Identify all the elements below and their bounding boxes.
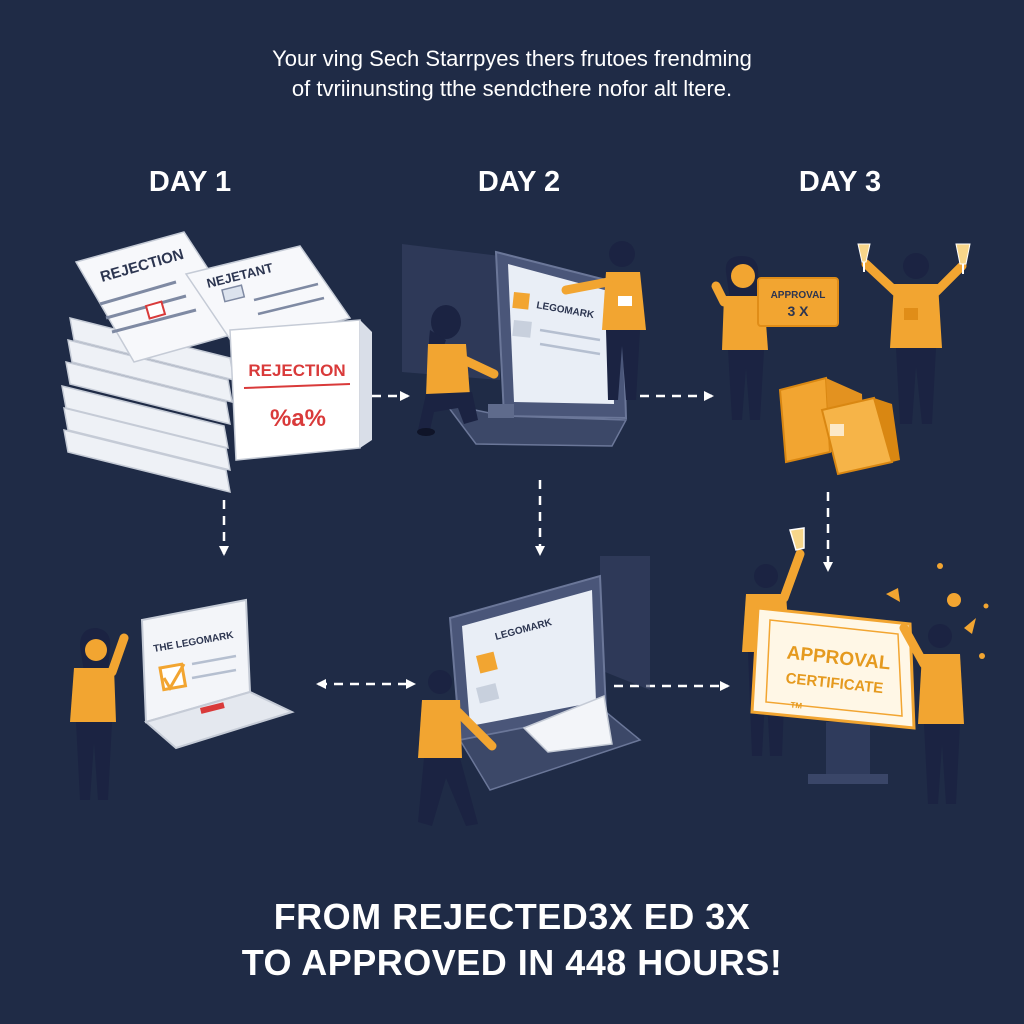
wine-glass-icon [857, 243, 971, 274]
person-holding-certificate [899, 623, 964, 804]
day3-celebration-scene: APPROVAL 3 X [711, 243, 971, 476]
sign-line-2: 3 X [787, 303, 809, 319]
headline-line-2: TO APPROVED IN 448 HOURS! [241, 942, 783, 983]
flow-arrows [219, 391, 833, 691]
day-1-label: DAY 1 [148, 166, 232, 198]
approval-boxes [778, 376, 900, 476]
day1-rejection-stack: REJECTION NEJETANT REJECTION %a% [61, 231, 372, 494]
bottom-middle-scene: LEGOMARK [418, 556, 650, 826]
bottom-right-scene: APPROVAL CERTIFICATE TM [742, 527, 989, 804]
person-cheering [861, 253, 967, 424]
intro-line-1: Your ving Sech Starrpyes thers frutoes f… [272, 46, 752, 71]
person-pointing [561, 241, 646, 400]
person-thinking [70, 628, 129, 800]
stamp-title: REJECTION [248, 361, 345, 380]
person-walking [418, 670, 497, 826]
bottom-left-scene: THE LEGOMARK [70, 598, 295, 800]
confetti [886, 563, 989, 659]
approval-sign [757, 277, 839, 327]
day2-laptop-scene: LEGOMARK [402, 241, 646, 447]
person-typing [417, 305, 499, 436]
approval-certificate [750, 606, 916, 730]
small-laptop [522, 694, 613, 753]
day-2-label: DAY 2 [477, 166, 561, 198]
day-3-label: DAY 3 [798, 166, 882, 198]
rejection-stamp-sheet [229, 319, 361, 461]
sign-line-1: APPROVAL [771, 290, 826, 301]
stamp-percent: %a% [270, 405, 326, 432]
intro-line-2: of tvriinunsting tthe sendcthere nofor a… [291, 76, 733, 101]
certificate-mark: TM [790, 700, 803, 710]
headline-line-1: FROM REJECTED3X ED 3X [273, 896, 751, 937]
